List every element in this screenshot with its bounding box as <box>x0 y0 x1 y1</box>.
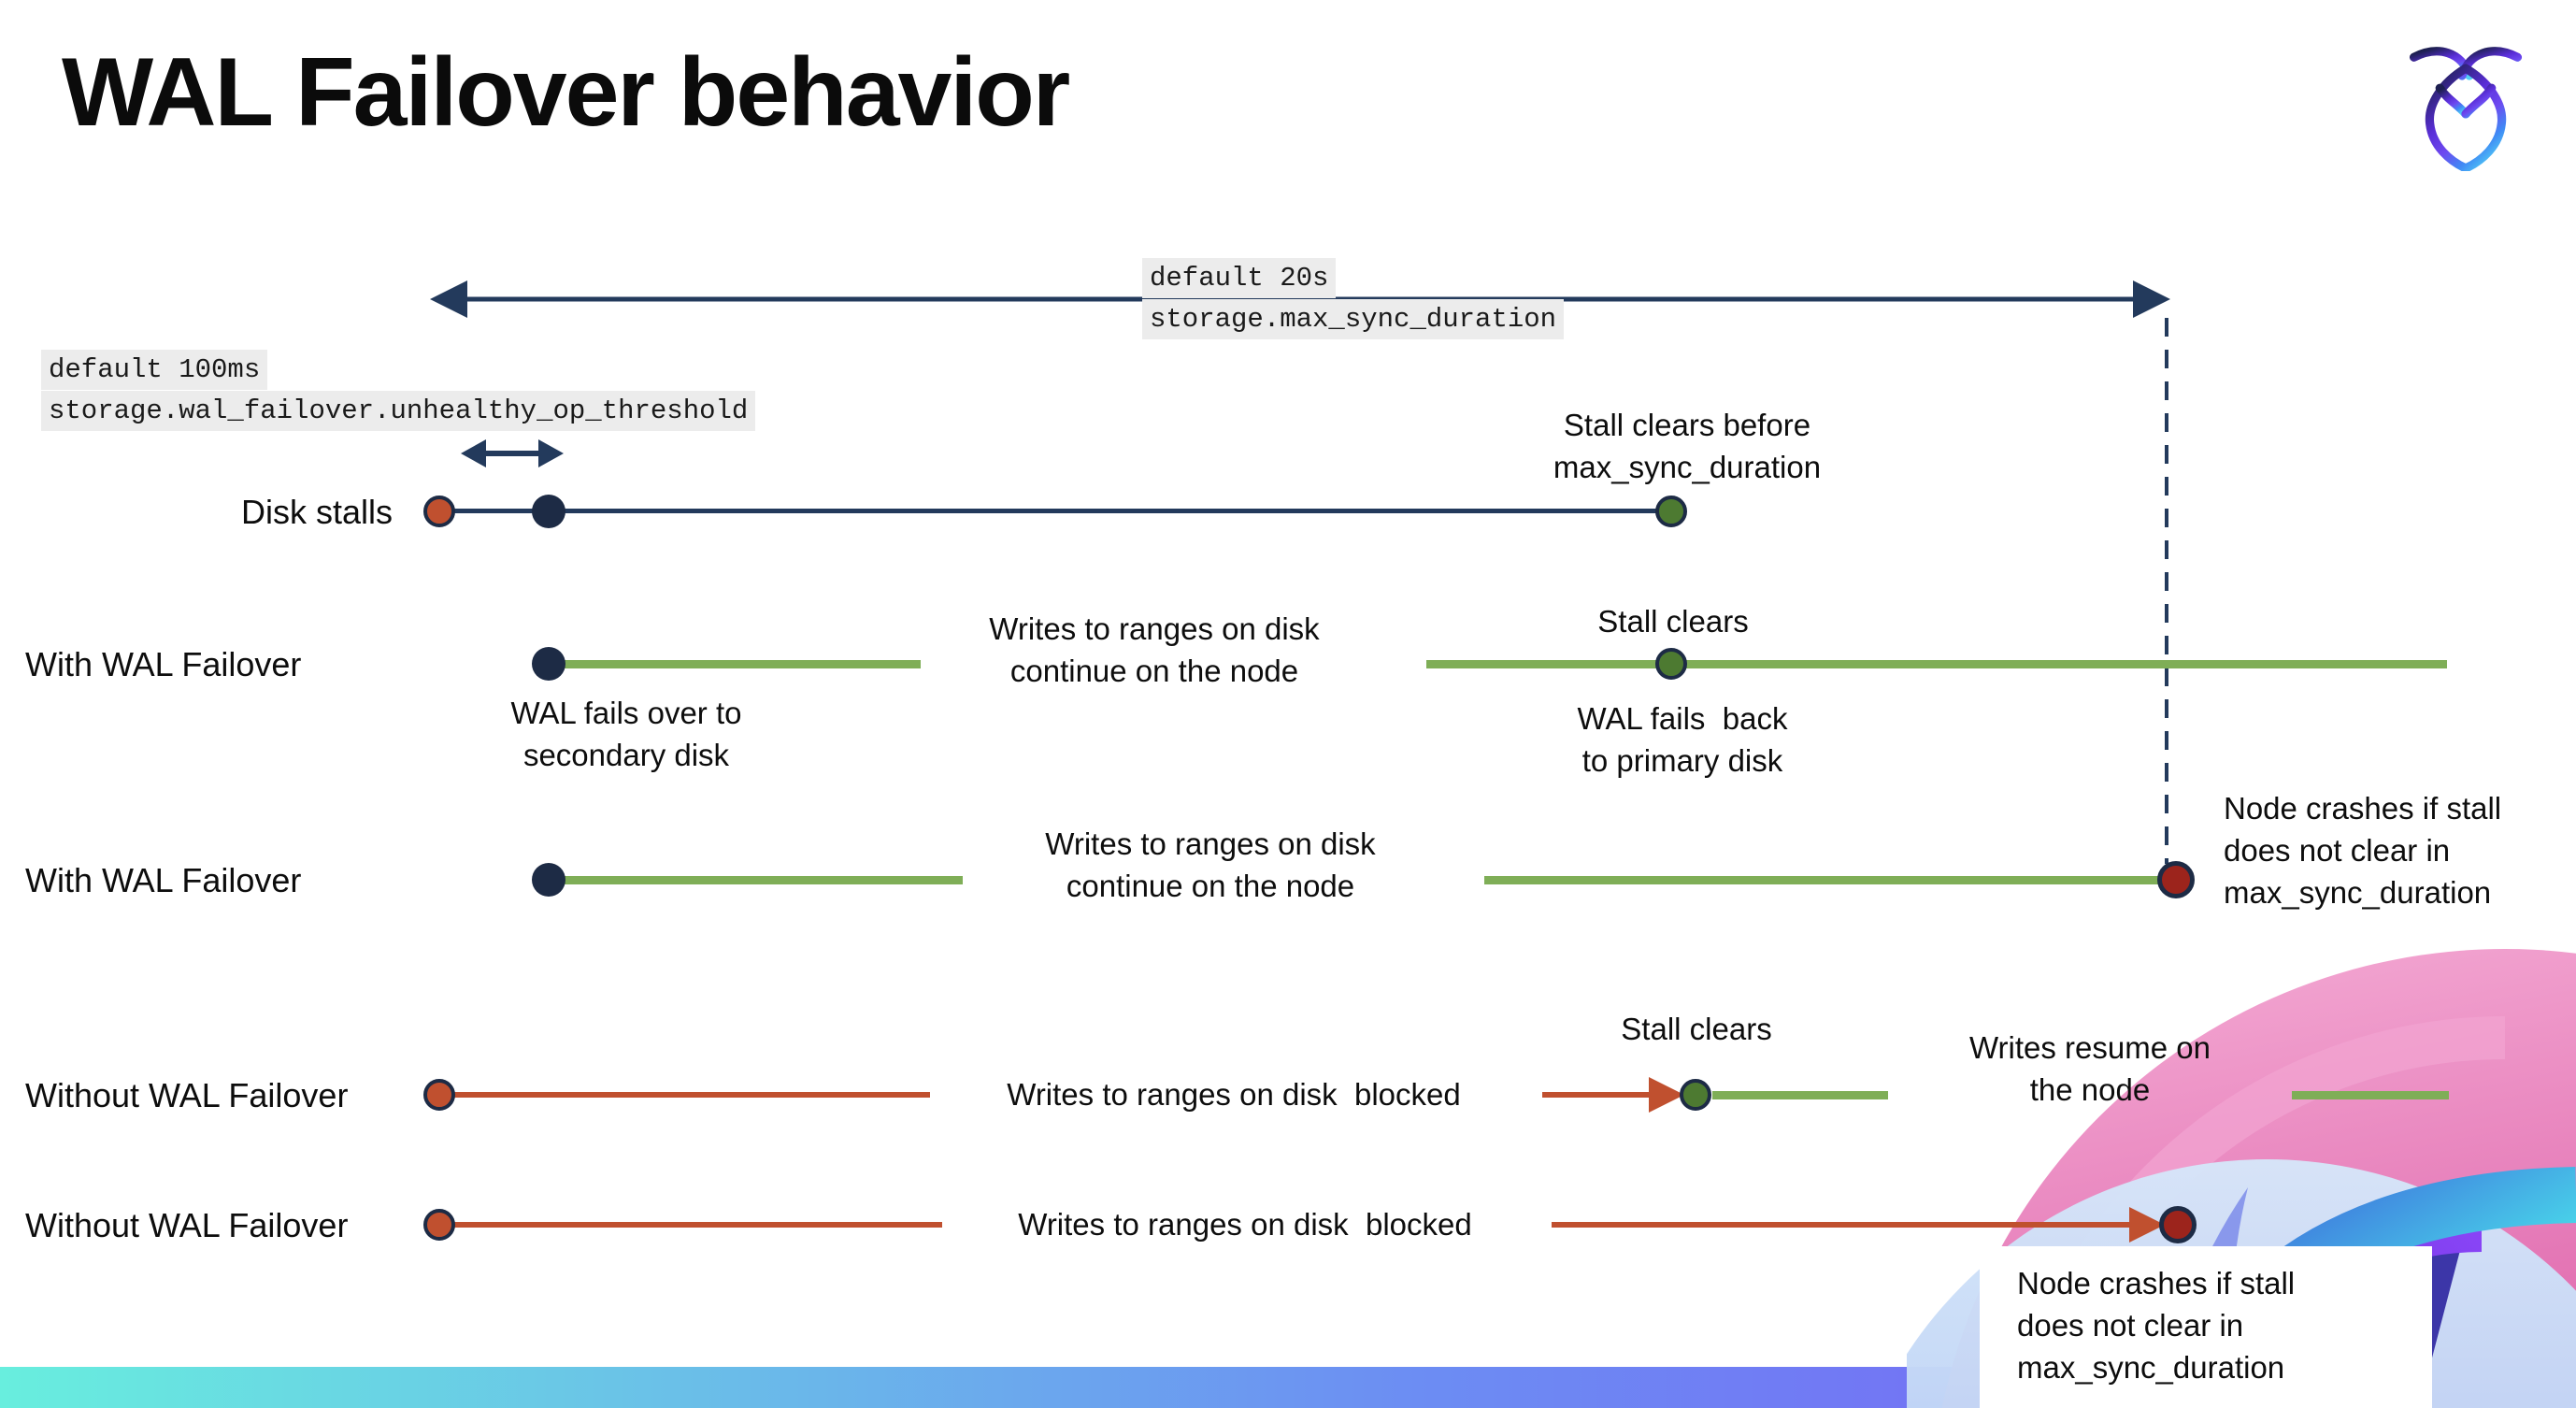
node-crash-dot-row3 <box>2157 861 2195 898</box>
note-stall-clears-1: Stall clears <box>1597 604 1749 639</box>
max-sync-default-label: default 20s <box>1142 258 1337 298</box>
unhealthy-op-threshold-arrow <box>461 439 564 467</box>
note-stall-clears-2: Stall clears <box>1621 1012 1772 1046</box>
stall-clear-dot-row1 <box>1655 496 1687 527</box>
note-stall-clears-before: Stall clears before max_sync_duration <box>1553 408 1822 484</box>
note-writes-continue-2: Writes to ranges on disk continue on the… <box>1045 826 1376 903</box>
note-node-crashes-2: Node crashes if stall does not clear in … <box>2017 1266 2296 1385</box>
green-seg-row2-a <box>561 660 921 668</box>
stall-start-dot-row5 <box>423 1209 455 1241</box>
green-seg-row3-a <box>561 876 963 884</box>
red-seg-row5-b <box>1552 1222 2133 1228</box>
row-label-disk-stalls: Disk stalls <box>240 493 393 531</box>
note-node-crashes-1: Node crashes if stall does not clear in … <box>2224 791 2502 910</box>
note-writes-blocked-1: Writes to ranges on disk blocked <box>1007 1077 1461 1112</box>
stall-clear-dot-row4 <box>1680 1079 1711 1111</box>
row-label-without-failover-1: Without WAL Failover <box>25 1076 349 1114</box>
row-label-with-failover-2: With WAL Failover <box>25 861 302 899</box>
green-seg-row4-b <box>2292 1091 2449 1099</box>
failover-dot-row3 <box>532 863 565 897</box>
row-label-with-failover-1: With WAL Failover <box>25 645 302 683</box>
stall-clear-dot-row2 <box>1655 648 1687 680</box>
note-writes-blocked-2: Writes to ranges on disk blocked <box>1018 1207 1472 1242</box>
green-seg-row2-b <box>1426 660 2447 668</box>
red-seg-row4-a <box>454 1092 930 1098</box>
node-crash-callout-box <box>1980 1246 2432 1408</box>
stall-start-dot-row4 <box>423 1079 455 1111</box>
stall-start-dot-row1 <box>423 496 455 527</box>
node-crash-dot-row5 <box>2159 1206 2197 1243</box>
row-label-without-failover-2: Without WAL Failover <box>25 1206 349 1244</box>
note-writes-continue-1: Writes to ranges on disk continue on the… <box>989 611 1320 688</box>
failover-dot-row2 <box>532 647 565 681</box>
red-arrowhead-row5 <box>2129 1207 2165 1243</box>
max-sync-setting-label: storage.max_sync_duration <box>1142 299 1565 339</box>
note-writes-resume: Writes resume on the node <box>1969 1030 2211 1107</box>
disk-stall-timeline <box>439 509 1671 513</box>
red-seg-row4-b <box>1542 1092 1654 1098</box>
note-wal-fails-over: WAL fails over to secondary disk <box>510 696 742 772</box>
red-arrowhead-row4 <box>1649 1077 1684 1113</box>
green-seg-row4-a <box>1712 1091 1888 1099</box>
red-seg-row5-a <box>454 1222 942 1228</box>
note-wal-fails-back: WAL fails back to primary disk <box>1577 701 1788 778</box>
unhealthy-default-label: default 100ms <box>41 350 268 390</box>
cockroachdb-logo-icon <box>2409 47 2523 171</box>
page-title: WAL Failover behavior <box>62 38 1070 147</box>
green-seg-row3-b <box>1484 876 2161 884</box>
threshold-dot-row1 <box>532 495 565 528</box>
unhealthy-setting-label: storage.wal_failover.unhealthy_op_thresh… <box>41 391 756 431</box>
